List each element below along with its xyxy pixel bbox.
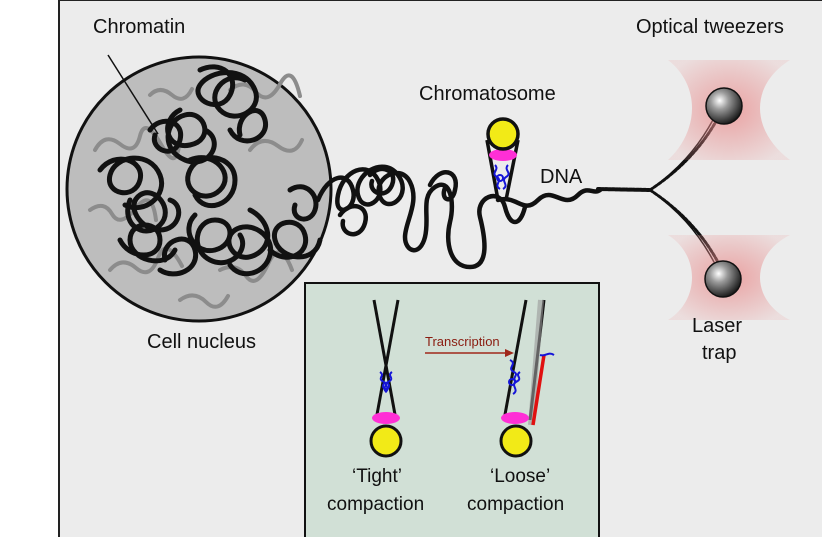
chromatosome bbox=[485, 117, 520, 201]
inset-panel bbox=[304, 282, 600, 539]
bead-bottom bbox=[704, 260, 742, 298]
trap-label: trap bbox=[702, 342, 737, 364]
optical-trap-bottom bbox=[668, 235, 790, 320]
tight-label-line1: ‘Tight’ bbox=[352, 466, 402, 487]
chromatosome-label: Chromatosome bbox=[419, 83, 556, 105]
chromatin-fiber bbox=[315, 164, 528, 270]
tight-compaction-construct bbox=[369, 299, 403, 458]
laser-label: Laser bbox=[692, 315, 743, 337]
cell-nucleus-label: Cell nucleus bbox=[147, 331, 256, 353]
transcription-label: Transcription bbox=[425, 334, 500, 349]
transcription-arrow bbox=[425, 349, 514, 357]
chromatin-label: Chromatin bbox=[93, 16, 186, 38]
loose-label-line2: compaction bbox=[467, 494, 565, 515]
loose-label-line1: ‘Loose’ bbox=[490, 466, 551, 487]
cell-nucleus bbox=[65, 54, 333, 323]
loose-compaction-construct bbox=[499, 299, 555, 458]
optical-trap-top bbox=[668, 60, 790, 160]
bead-top bbox=[705, 87, 743, 125]
tight-label-line2: compaction bbox=[327, 494, 425, 515]
dna-label: DNA bbox=[540, 166, 583, 188]
optical-tweezers-label: Optical tweezers bbox=[636, 16, 784, 38]
chromatin-pointer bbox=[107, 54, 159, 135]
